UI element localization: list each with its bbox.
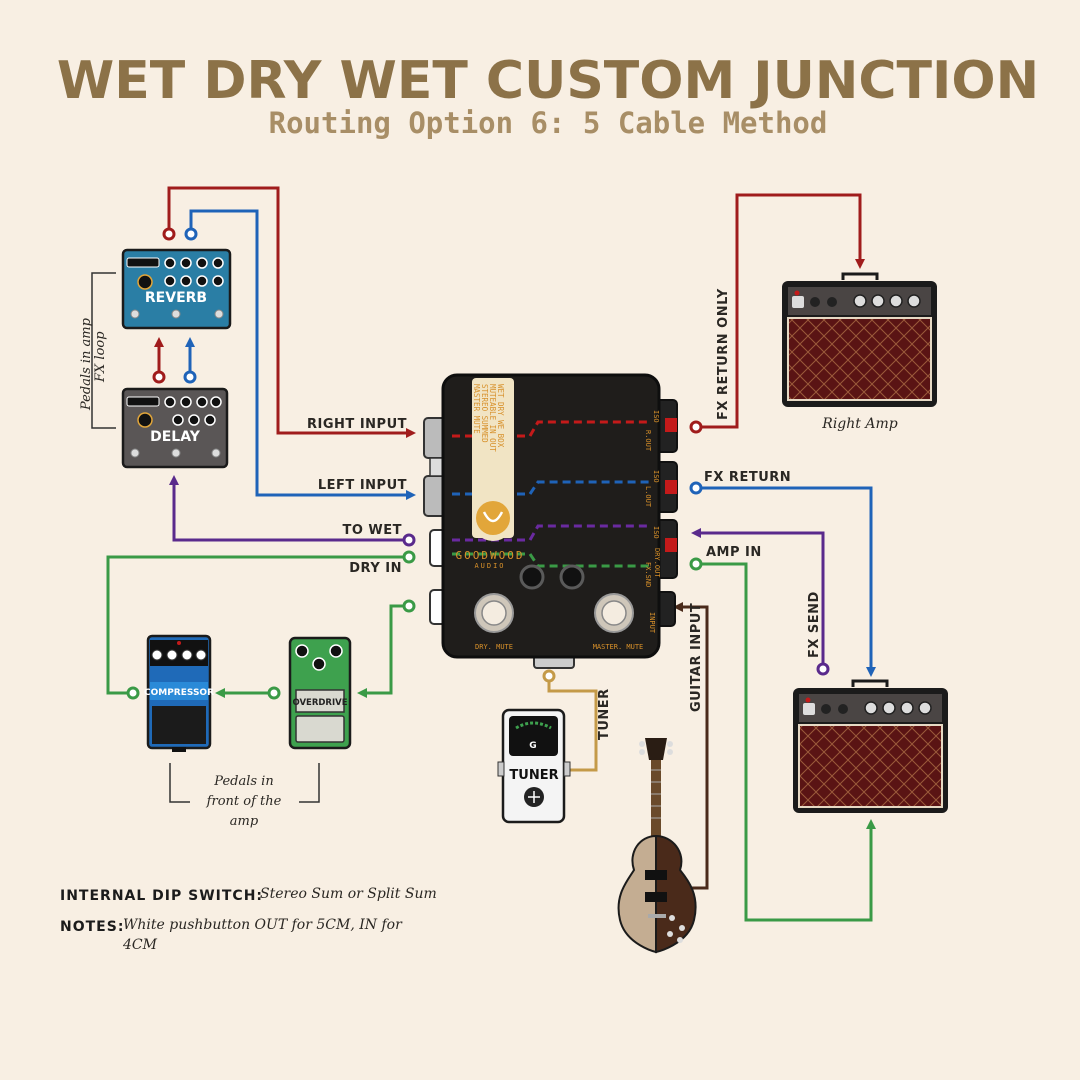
fx-loop-text-2: FX loop [93, 331, 108, 383]
master-mute-label: MASTER. MUTE [593, 643, 644, 651]
dip-knob-left[interactable] [519, 564, 545, 590]
overdrive-label: OVERDRIVE [292, 698, 347, 708]
notes-value-line-2: 4CM [122, 937, 158, 953]
reverb-label: REVERB [145, 290, 207, 306]
delay-label: DELAY [150, 429, 201, 445]
cable-blue-reverb-to-left-input [189, 209, 416, 500]
right-amp-label: Right Amp [821, 416, 897, 432]
fx-loop-bracket: Pedals in amp FX loop [79, 272, 116, 429]
cable-gold-tuner [547, 676, 598, 772]
iso-label-3: ISO [652, 526, 660, 539]
tuner-cable-label: TUNER [597, 688, 612, 740]
fx-send-label-outer: FX SEND [807, 591, 822, 658]
dry-in-label: DRY IN [349, 561, 402, 576]
right-amp [782, 272, 937, 407]
dry-mute-label: DRY. MUTE [475, 643, 513, 651]
notes-section: INTERNAL DIP SWITCH: Stereo Sum or Split… [60, 886, 437, 953]
tuner-pedal[interactable]: G TUNER [497, 708, 571, 824]
cable-purple-to-wet [169, 475, 409, 542]
notes-label: NOTES: [60, 919, 124, 935]
guitar [617, 738, 697, 954]
fx-return-only-label: FX RETURN ONLY [716, 288, 731, 420]
page-subtitle: Routing Option 6: 5 Cable Method [269, 106, 828, 140]
iso-label-1: ISO [652, 410, 660, 423]
front-text-2: front of the [206, 794, 282, 809]
junction-box: WET DRY WE BOX MUTEABLE IN OUT STEREO SU… [423, 373, 678, 669]
guitar-input-label: GUITAR INPUT [689, 603, 704, 712]
input-label: INPUT [648, 612, 656, 634]
r-out-label: R.OUT [644, 430, 652, 452]
compressor-pedal[interactable]: COMPRESSOR [144, 634, 214, 752]
cable-red-fx-return-only [696, 193, 865, 429]
dip-switch-value: Stereo Sum or Split Sum [260, 886, 437, 902]
cable-red-reverb-to-right-input [167, 186, 416, 438]
amp-in-label: AMP IN [706, 545, 762, 560]
fx-loop-text-1: Pedals in amp [79, 317, 94, 411]
overdrive-pedal[interactable]: OVERDRIVE [288, 636, 352, 750]
to-wet-label: TO WET [342, 523, 402, 538]
compressor-label: COMPRESSOR [144, 688, 214, 698]
dip-switch-label: INTERNAL DIP SWITCH: [60, 888, 263, 904]
sticker-line-4: MASTER MUTE [472, 384, 481, 434]
cable-green-amp-in [696, 562, 876, 922]
master-mute-footswitch[interactable] [594, 593, 634, 633]
reverb-pedal[interactable]: REVERB [121, 248, 232, 330]
cables [106, 186, 876, 922]
fx-send-label: FX.SND [644, 562, 652, 587]
svg-text:G: G [529, 741, 536, 751]
sticker-line-2: MUTEABLE IN OUT [488, 384, 497, 452]
front-text-3: amp [230, 814, 259, 829]
fx-return-label: FX RETURN [704, 470, 791, 485]
left-input-label: LEFT INPUT [318, 478, 407, 493]
l-out-label: L.OUT [644, 486, 652, 508]
sticker-line-1: WET DRY WE BOX [496, 384, 505, 448]
front-text-1: Pedals in [213, 774, 273, 789]
cable-brown-guitar-input [673, 602, 709, 890]
cable-green-dry-in [106, 555, 409, 695]
sticker-line-3: STEREO SUMMED [480, 384, 489, 443]
dry-out-label: DRY.OUT [653, 548, 661, 578]
cable-blue-fx-return [696, 486, 876, 677]
notes-value-line-1: White pushbutton OUT for 5CM, IN for [123, 917, 403, 933]
brand-logo: GOODWOOD [456, 549, 525, 562]
iso-label-2: ISO [652, 470, 660, 483]
left-amp [793, 679, 948, 813]
dry-mute-footswitch[interactable] [474, 593, 514, 633]
front-of-amp-bracket: Pedals in front of the amp [169, 763, 320, 829]
delay-pedal[interactable]: DELAY [121, 387, 229, 469]
dip-knob-right[interactable] [559, 564, 585, 590]
right-input-label: RIGHT INPUT [307, 417, 407, 432]
page-title: WET DRY WET CUSTOM JUNCTION [57, 51, 1039, 111]
tuner-label: TUNER [509, 768, 558, 783]
cable-purple-fx-send [691, 528, 825, 669]
brand-sub: AUDIO [474, 562, 505, 570]
